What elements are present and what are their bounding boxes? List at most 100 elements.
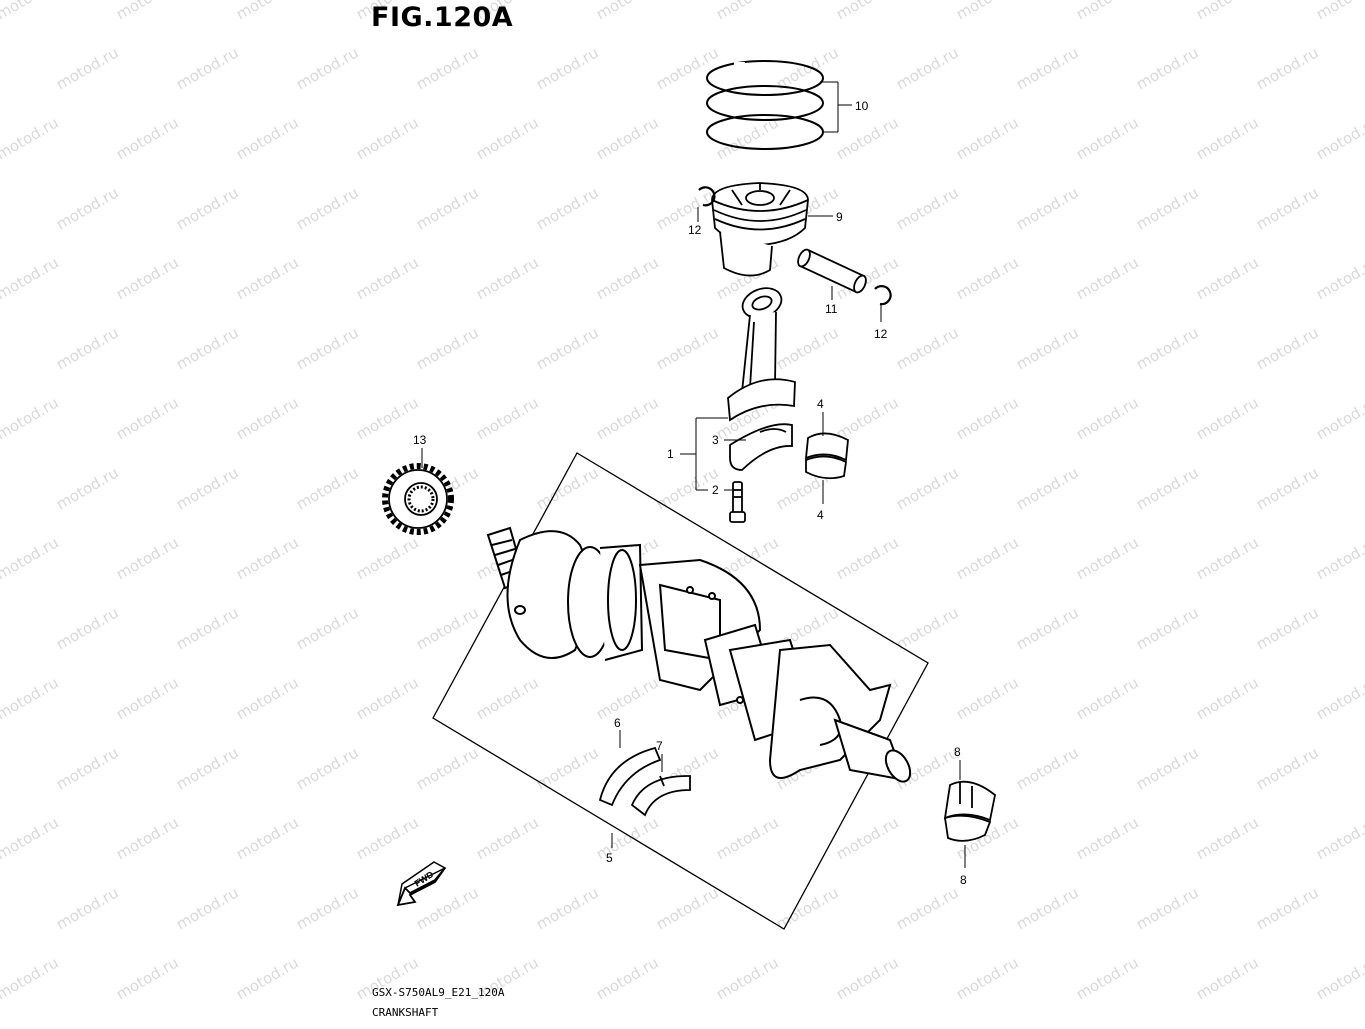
piston-pin-circlip-right[interactable] <box>874 285 892 306</box>
watermark-text: motod.ru <box>293 463 362 513</box>
watermark-text: motod.ru <box>1133 603 1202 653</box>
model-code: GSX-S750AL9_E21_120A <box>372 986 505 999</box>
watermark-text: motod.ru <box>173 463 242 513</box>
watermark-text: motod.ru <box>1313 813 1365 863</box>
crankshaft[interactable] <box>486 526 915 786</box>
watermark-text: motod.ru <box>473 113 542 163</box>
watermark-text: motod.ru <box>413 323 482 373</box>
watermark-text: motod.ru <box>53 463 122 513</box>
watermark-text: motod.ru <box>953 253 1022 303</box>
watermark-text: motod.ru <box>53 883 122 933</box>
watermark-text: motod.ru <box>0 953 62 1003</box>
watermark-text: motod.ru <box>1013 183 1082 233</box>
watermark-text: motod.ru <box>713 0 782 23</box>
watermark-text: motod.ru <box>1193 813 1262 863</box>
watermark-text: motod.ru <box>953 113 1022 163</box>
connecting-rod[interactable] <box>727 283 796 422</box>
watermark-text: motod.ru <box>1133 883 1202 933</box>
forward-direction-arrow-icon: FWD <box>396 861 447 907</box>
watermark-text: motod.ru <box>1013 323 1082 373</box>
watermark-text: motod.ru <box>1073 813 1142 863</box>
watermark-text: motod.ru <box>293 323 362 373</box>
thrust-bearing-7[interactable] <box>630 775 691 817</box>
watermark-text: motod.ru <box>893 43 962 93</box>
watermark-text: motod.ru <box>1253 463 1322 513</box>
watermark-text: motod.ru <box>1073 533 1142 583</box>
watermark-text: motod.ru <box>173 883 242 933</box>
callout-7: 7 <box>656 739 663 753</box>
watermark-text: motod.ru <box>1193 673 1262 723</box>
watermark-text: motod.ru <box>113 673 182 723</box>
watermark-text: motod.ru <box>0 673 62 723</box>
watermark-text: motod.ru <box>233 813 302 863</box>
watermark-text: motod.ru <box>1073 393 1142 443</box>
watermark-text: motod.ru <box>1193 393 1262 443</box>
watermark-text: motod.ru <box>53 323 122 373</box>
piston[interactable] <box>711 182 809 277</box>
callout-9: 9 <box>836 210 843 224</box>
watermark-text: motod.ru <box>1073 253 1142 303</box>
crankshaft-assembly-outline <box>432 452 929 930</box>
watermark-text: motod.ru <box>1013 883 1082 933</box>
callout-10: 10 <box>855 99 869 113</box>
callout-4-top: 4 <box>817 397 824 411</box>
watermark-text: motod.ru <box>233 253 302 303</box>
watermark-text: motod.ru <box>1313 253 1365 303</box>
watermark-text: motod.ru <box>113 393 182 443</box>
watermark-text: motod.ru <box>1193 113 1262 163</box>
watermark-text: motod.ru <box>533 183 602 233</box>
watermark-text: motod.ru <box>173 43 242 93</box>
piston-pin-circlip-left[interactable] <box>698 186 716 207</box>
watermark-text: motod.ru <box>173 603 242 653</box>
watermark-text: motod.ru <box>1313 113 1365 163</box>
watermark-text: motod.ru <box>1133 183 1202 233</box>
connecting-rod-bolt[interactable] <box>729 481 746 523</box>
watermark-text: motod.ru <box>1253 183 1322 233</box>
watermark-text: motod.ru <box>713 813 782 863</box>
watermark-text: motod.ru <box>833 393 902 443</box>
watermark-text: motod.ru <box>653 323 722 373</box>
watermark-text: motod.ru <box>1073 953 1142 1003</box>
watermark-text: motod.ru <box>1133 43 1202 93</box>
piston-rings[interactable] <box>706 60 824 150</box>
watermark-text: motod.ru <box>1313 953 1365 1003</box>
watermark-text: motod.ru <box>53 603 122 653</box>
watermark-text: motod.ru <box>0 533 62 583</box>
watermark-text: motod.ru <box>833 533 902 583</box>
watermark-text: motod.ru <box>713 953 782 1003</box>
thrust-bearing-6[interactable] <box>598 746 662 807</box>
connecting-rod-cap[interactable] <box>729 423 793 471</box>
watermark-text: motod.ru <box>473 393 542 443</box>
watermark-text: motod.ru <box>173 183 242 233</box>
watermark-text: motod.ru <box>233 953 302 1003</box>
watermark-text: motod.ru <box>1253 743 1322 793</box>
watermark-text: motod.ru <box>893 183 962 233</box>
callout-6: 6 <box>614 716 621 730</box>
watermark-text: motod.ru <box>353 533 422 583</box>
watermark-text: motod.ru <box>53 43 122 93</box>
watermark-text: motod.ru <box>893 883 962 933</box>
watermark-text: motod.ru <box>893 463 962 513</box>
watermark-text: motod.ru <box>113 953 182 1003</box>
watermark-text: motod.ru <box>293 883 362 933</box>
watermark-text: motod.ru <box>293 603 362 653</box>
watermark-text: motod.ru <box>593 673 662 723</box>
crankshaft-journal-bearing[interactable] <box>943 780 996 842</box>
watermark-text: motod.ru <box>173 323 242 373</box>
watermark-text: motod.ru <box>833 953 902 1003</box>
watermark-text: motod.ru <box>593 253 662 303</box>
watermark-text: motod.ru <box>353 113 422 163</box>
watermark-text: motod.ru <box>833 113 902 163</box>
watermark-text: motod.ru <box>593 393 662 443</box>
watermark-text: motod.ru <box>1193 0 1262 23</box>
callout-4-bottom: 4 <box>817 508 824 522</box>
watermark-text: motod.ru <box>0 393 62 443</box>
watermark-text: motod.ru <box>353 813 422 863</box>
watermark-text: motod.ru <box>533 743 602 793</box>
watermark-text: motod.ru <box>413 743 482 793</box>
piston-pin[interactable] <box>796 248 869 295</box>
watermark-text: motod.ru <box>0 813 62 863</box>
watermark-text: motod.ru <box>953 953 1022 1003</box>
conrod-bearing-set[interactable] <box>804 432 849 480</box>
oil-pump-drive-gear[interactable] <box>382 463 454 535</box>
